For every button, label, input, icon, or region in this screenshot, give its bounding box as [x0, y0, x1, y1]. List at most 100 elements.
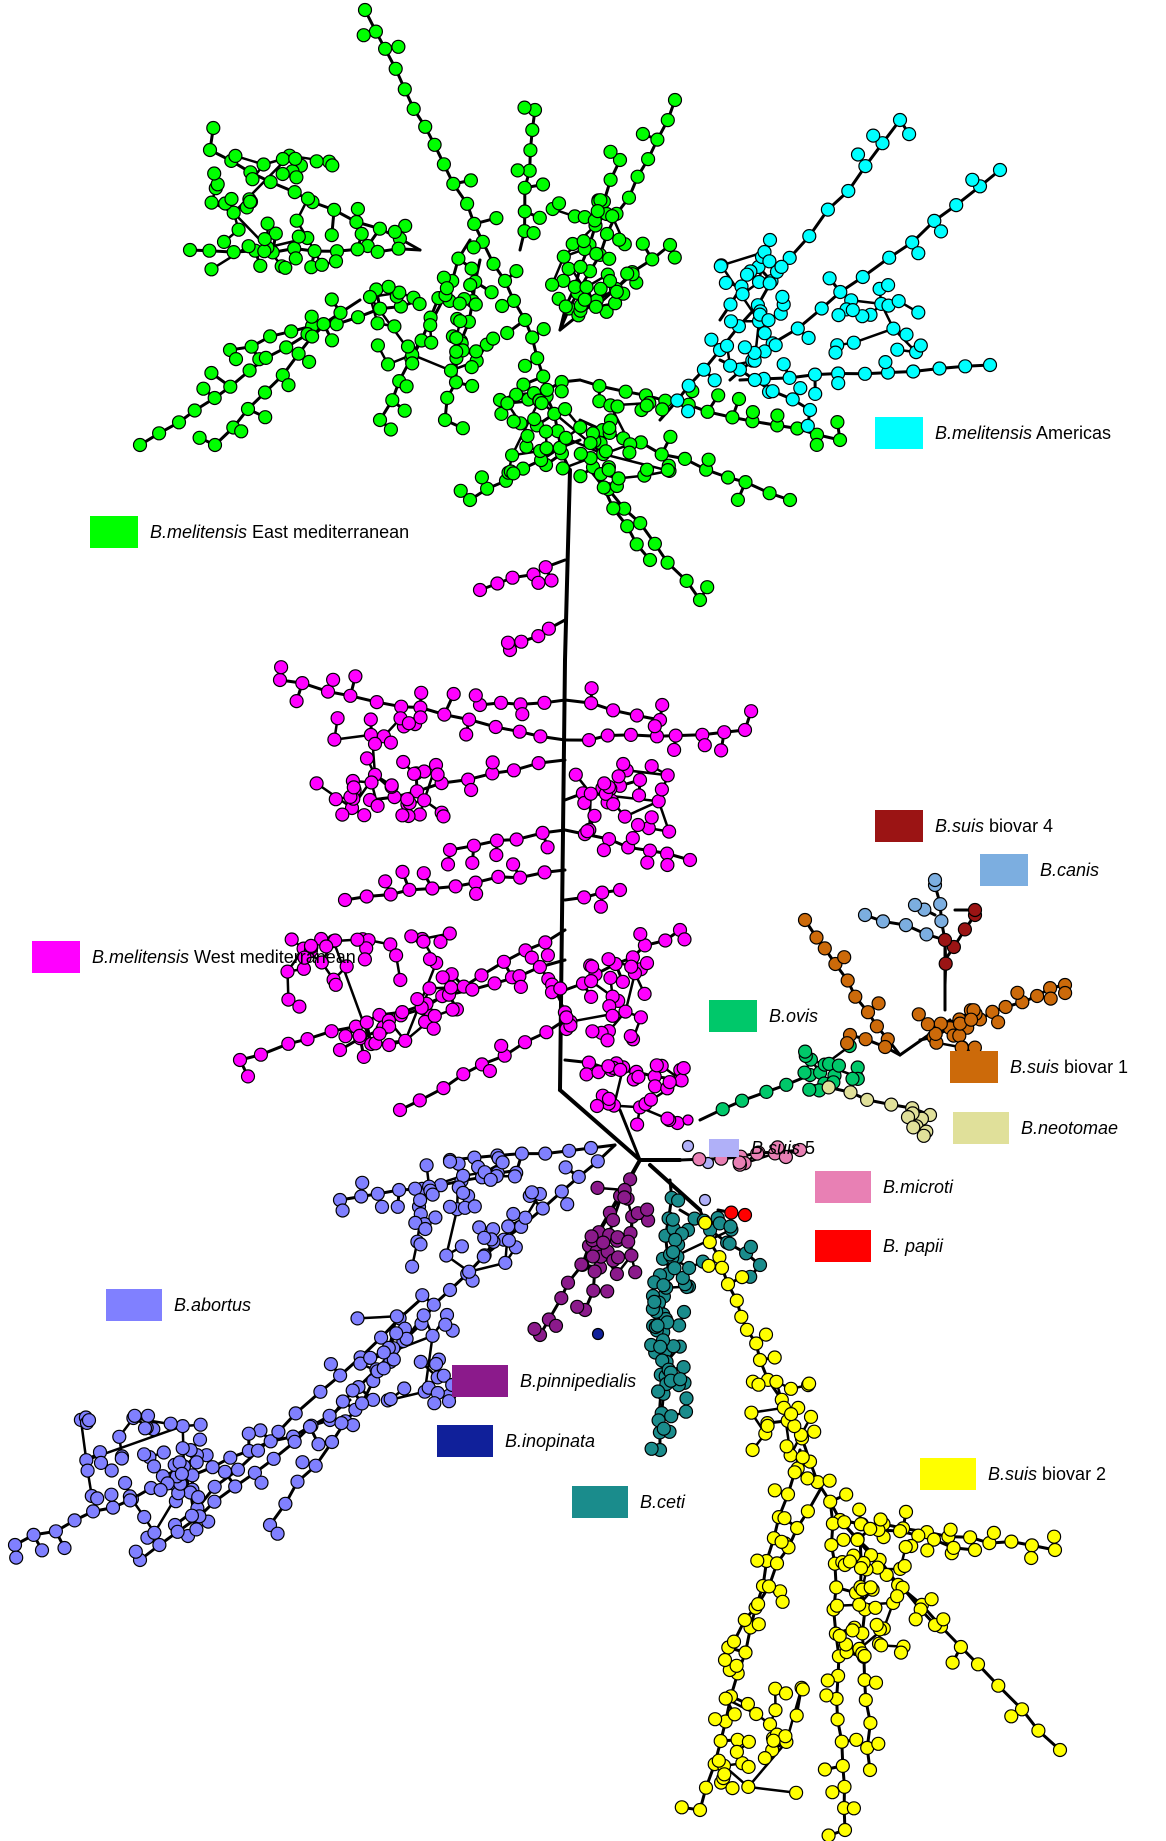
isolate-node-mel-east: [350, 201, 365, 217]
legend-label: B.pinnipedialis: [520, 1370, 637, 1391]
isolate-node-mel-west: [482, 1063, 497, 1079]
isolate-node-abortus: [413, 1237, 428, 1252]
tree-branch: [618, 1108, 642, 1162]
isolate-node-mel-east: [522, 163, 537, 178]
isolate-node-mel-east: [463, 277, 478, 293]
isolate-node-mel-east: [287, 185, 302, 200]
isolate-node-suis-bv2: [1046, 1529, 1062, 1544]
isolate-node-suis-bv4: [937, 932, 953, 948]
isolate-node-suis-bv2: [821, 1828, 836, 1841]
isolate-node-mel-east: [579, 280, 594, 295]
isolate-node-mel-east: [284, 324, 299, 339]
isolate-node-mel-west: [605, 1008, 620, 1023]
isolate-node-ovis: [797, 1065, 812, 1080]
isolate-node-abortus: [313, 1384, 328, 1399]
isolate-node-suis-bv2: [820, 1673, 835, 1688]
isolate-node-mel-west: [487, 976, 502, 991]
isolate-node-mel-west: [631, 1069, 646, 1085]
isolate-node-mel-americas: [807, 367, 823, 382]
isolate-node-ceti: [664, 1409, 679, 1424]
isolate-node-abortus: [48, 1524, 64, 1539]
isolate-node-suis-bv2: [750, 1553, 765, 1568]
isolate-node-abortus: [590, 1154, 605, 1169]
isolate-node-abortus: [302, 1419, 318, 1434]
isolate-node-mel-east: [171, 415, 187, 430]
isolate-node-mel-west: [332, 1042, 348, 1058]
isolate-node-mel-east: [555, 461, 570, 476]
isolate-node-canis: [927, 872, 943, 888]
isolate-node-mel-east: [645, 252, 660, 267]
legend-ceti: B.ceti: [572, 1485, 685, 1519]
isolate-node-pinnipedialis: [617, 1190, 632, 1205]
isolate-node-ceti: [667, 1261, 682, 1276]
isolate-node-mel-west: [346, 780, 361, 795]
isolate-node-mel-east: [460, 196, 475, 211]
isolate-node-mel-americas: [958, 359, 973, 374]
tree-branch: [558, 1088, 642, 1162]
isolate-node-mel-east: [599, 226, 615, 242]
isolate-node-mel-west: [491, 869, 506, 885]
isolate-node-mel-americas: [775, 289, 790, 304]
isolate-node-mel-americas: [831, 376, 846, 391]
isolate-node-abortus: [127, 1408, 142, 1423]
isolate-node-mel-east: [558, 299, 573, 314]
isolate-node-mel-east: [494, 406, 509, 421]
isolate-node-suis-bv2: [717, 1652, 733, 1668]
isolate-node-mel-americas: [845, 303, 860, 318]
legend-label: B.melitensis East mediterranean: [150, 521, 410, 542]
isolate-node-mel-west: [464, 782, 479, 798]
isolate-node-suis-bv2: [911, 1528, 926, 1543]
isolate-node-mel-west: [658, 933, 673, 948]
isolate-node-mel-west: [584, 959, 600, 974]
legend-swatch: [920, 1458, 976, 1490]
isolate-node-abortus: [560, 1197, 575, 1212]
isolate-node-mel-west: [295, 675, 310, 691]
isolate-node-abortus: [250, 1443, 266, 1458]
isolate-node-suis-bv2: [863, 1715, 878, 1731]
isolate-node-mel-americas: [793, 381, 808, 396]
isolate-node-mel-west: [601, 1091, 617, 1107]
isolate-node-pinnipedialis: [605, 1212, 621, 1228]
isolate-node-mel-east: [532, 210, 547, 225]
isolate-node-mel-west: [540, 948, 556, 963]
isolate-node-mel-west: [581, 732, 597, 748]
isolate-node-mel-east: [443, 363, 459, 378]
legend-label: B.suis 5: [751, 1137, 816, 1158]
isolate-node-suis-bv2: [749, 1336, 764, 1351]
isolate-node-mel-americas: [707, 373, 722, 388]
isolate-node-suis-bv2: [775, 1594, 790, 1609]
isolate-node-mel-west: [442, 842, 458, 858]
isolate-node-mel-east: [573, 469, 588, 484]
isolate-node-mel-west: [697, 738, 712, 753]
isolate-node-mel-west: [717, 725, 732, 740]
isolate-node-mel-east: [383, 422, 398, 437]
isolate-node-mel-east: [830, 415, 845, 430]
isolate-node-mel-east: [520, 428, 535, 444]
isolate-node-mel-west: [603, 970, 618, 986]
isolate-node-mel-west: [427, 1008, 442, 1024]
isolate-node-ovis: [715, 1102, 730, 1117]
isolate-node-mel-east: [405, 356, 420, 371]
isolate-node-mel-west: [326, 672, 341, 687]
isolate-node-mel-east: [573, 259, 588, 274]
isolate-node-mel-west: [643, 1092, 659, 1107]
isolate-node-mel-west: [596, 842, 612, 858]
legend-abortus: B.abortus: [106, 1288, 251, 1322]
isolate-node-mel-east: [640, 152, 656, 167]
isolate-node-mel-east: [327, 202, 342, 217]
isolate-node-mel-east: [372, 221, 387, 236]
isolate-node-abortus: [67, 1513, 82, 1528]
isolate-node-suis-bv1: [860, 1005, 876, 1020]
isolate-node-canis: [857, 907, 873, 923]
isolate-node-papii: [724, 1205, 739, 1220]
isolate-node-mel-west: [445, 1002, 460, 1017]
isolate-node-mel-west: [500, 635, 516, 650]
isolate-node-suis-bv2: [822, 1473, 837, 1488]
isolate-node-mel-west: [595, 885, 610, 900]
isolate-node-mel-east: [463, 173, 478, 188]
isolate-node-mel-americas: [739, 267, 755, 282]
isolate-node-mel-east: [258, 350, 273, 365]
isolate-node-mel-west: [676, 1060, 691, 1076]
isolate-node-mel-west: [576, 890, 592, 905]
isolate-node-mel-west: [713, 743, 729, 758]
